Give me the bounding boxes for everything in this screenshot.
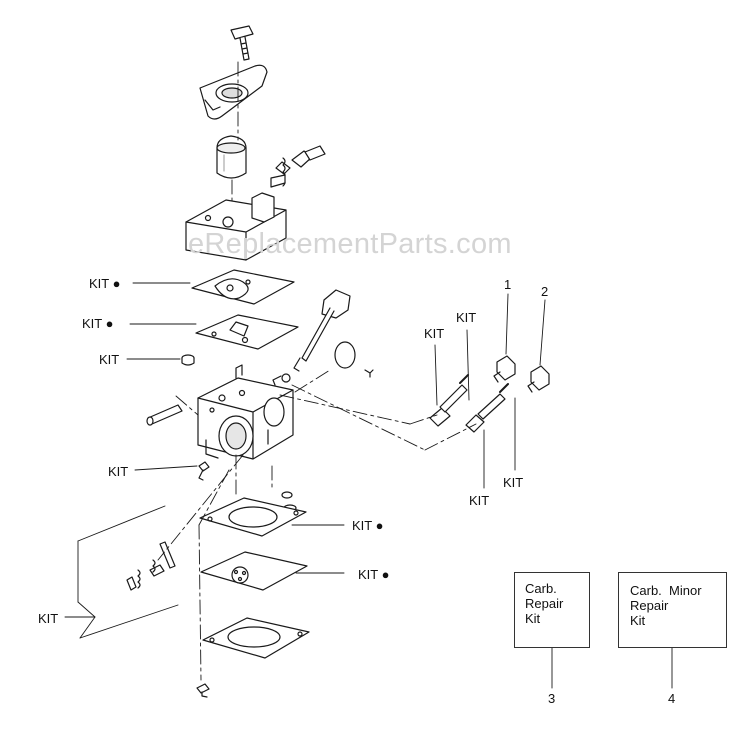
limiter-cap-2 bbox=[527, 365, 550, 393]
carb-minor-repair-kit-box: Carb. Minor Repair Kit bbox=[618, 572, 727, 648]
carb-repair-kit-line3: Kit bbox=[525, 611, 541, 626]
bottom-screw bbox=[196, 683, 210, 698]
inlet-needle-parts bbox=[126, 541, 176, 591]
throttle-shaft bbox=[272, 289, 374, 386]
limiter-cap-1 bbox=[493, 355, 516, 383]
metering-cover bbox=[202, 617, 310, 659]
upper-needle-spring bbox=[270, 145, 326, 188]
plug bbox=[181, 354, 195, 366]
carb-repair-kit-box: Carb. Repair Kit bbox=[514, 572, 590, 648]
callout-1: 1 bbox=[504, 277, 512, 292]
carb-minor-repair-kit-line3: Kit bbox=[630, 613, 646, 628]
carb-minor-repair-kit-line2: Repair bbox=[630, 598, 669, 613]
kit-label-pump-gasket: KIT ● bbox=[82, 316, 114, 331]
carb-repair-kit-line1: Carb. bbox=[525, 581, 557, 596]
intake-flange bbox=[199, 64, 268, 120]
kit-label-pump-diaphragm: KIT ● bbox=[89, 276, 121, 291]
metering-gasket bbox=[199, 497, 307, 537]
top-screw bbox=[230, 25, 254, 61]
kit-label-metering-gasket: KIT ● bbox=[352, 518, 384, 533]
filter-cup bbox=[216, 135, 247, 179]
pump-cover bbox=[185, 192, 287, 261]
body-screw bbox=[198, 461, 210, 481]
watermark: eReplacementParts.com bbox=[188, 228, 512, 260]
pump-gasket bbox=[195, 314, 299, 350]
kit-label-needle-a: KIT bbox=[424, 326, 445, 341]
carb-minor-repair-kit-line1: Carb. Minor bbox=[630, 583, 702, 598]
kit-label-needle-d: KIT bbox=[503, 475, 524, 490]
kit-label-needle-c: KIT bbox=[469, 493, 490, 508]
callout-2: 2 bbox=[541, 284, 549, 299]
kit-label-plug: KIT bbox=[99, 352, 120, 367]
carburetor-body bbox=[197, 364, 294, 460]
carb-repair-kit-line2: Repair bbox=[525, 596, 564, 611]
pump-diaphragm bbox=[191, 269, 295, 305]
pivot-pin bbox=[146, 404, 183, 426]
adjustment-needles bbox=[429, 374, 509, 433]
metering-diaphragm bbox=[200, 551, 308, 591]
kit-label-inlet-needle: KIT bbox=[38, 611, 59, 626]
callout-4: 4 bbox=[668, 691, 676, 706]
kit-label-needle-b: KIT bbox=[456, 310, 477, 325]
callout-3: 3 bbox=[548, 691, 556, 706]
kit-label-metering-diaphragm: KIT ● bbox=[358, 567, 390, 582]
kit-label-body-screw: KIT bbox=[108, 464, 129, 479]
